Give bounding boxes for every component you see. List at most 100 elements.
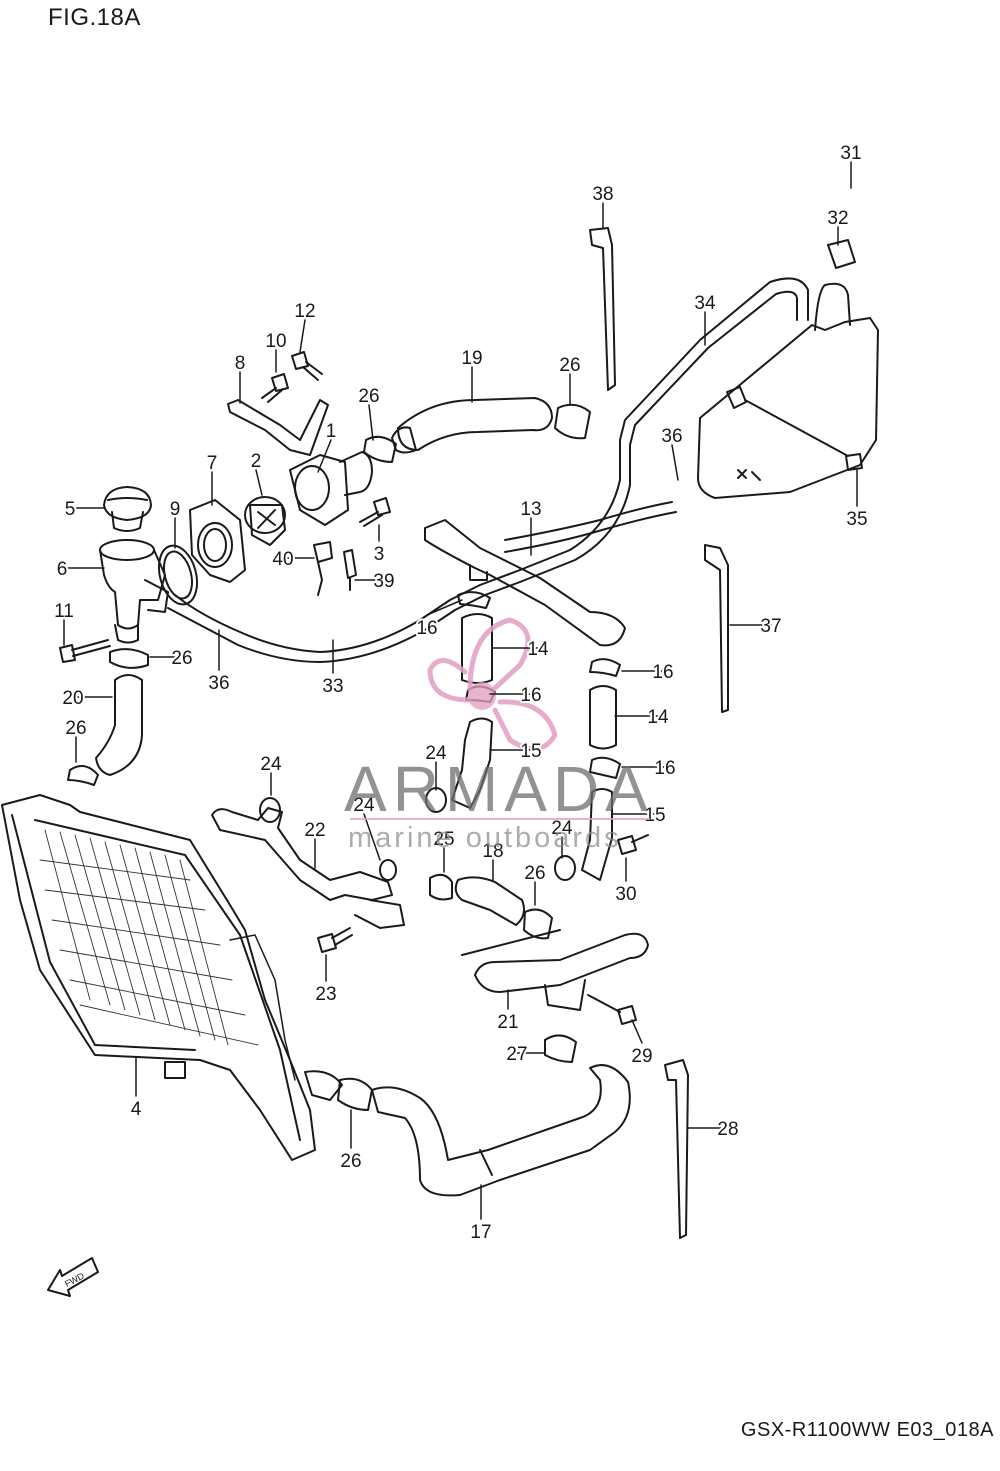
- callout-number: 24: [425, 743, 447, 764]
- callout-number: 37: [760, 616, 781, 637]
- pipe-15-left: [451, 717, 493, 809]
- bracket-8: [227, 399, 329, 456]
- callout-number: 24: [551, 818, 573, 839]
- callout-number: 34: [694, 293, 716, 314]
- reservoir-tank: [697, 282, 879, 499]
- clamp-27: [544, 1034, 577, 1063]
- callout-number: 2: [251, 451, 262, 472]
- callout-number: 11: [54, 601, 74, 622]
- callout-number: 26: [358, 386, 379, 407]
- callout-leader: [255, 469, 263, 496]
- callout-number: 16: [652, 662, 673, 683]
- callout-number: 16: [416, 618, 437, 639]
- callout-number: 16: [520, 685, 541, 706]
- hose-19: [391, 397, 553, 454]
- callout-number: 26: [340, 1151, 361, 1172]
- cable-tie-37: [704, 544, 729, 713]
- radiator: [1, 794, 316, 1161]
- callout-number: 29: [631, 1046, 652, 1067]
- callout-number: 31: [840, 143, 861, 164]
- clamp-26-mid: [523, 908, 553, 940]
- callout-number: 9: [170, 499, 181, 520]
- thermostat-housing: [189, 499, 246, 583]
- hose-34: [519, 277, 809, 583]
- bolt-23: [317, 927, 353, 953]
- model-code: GSX-R1100WW E03_018A: [740, 1419, 994, 1441]
- callout-number: 3: [374, 544, 385, 565]
- callout-number: 14: [527, 639, 549, 660]
- callout-number: 28: [717, 1119, 738, 1140]
- watermark-brand-name: ARMADA: [344, 753, 654, 825]
- callout-number: 24: [353, 795, 375, 816]
- pipe-22: [211, 807, 405, 929]
- pipe-21: [461, 929, 649, 1011]
- callout-leader: [363, 813, 381, 861]
- callout-number: 26: [524, 863, 545, 884]
- watermark-tagline: marine outboards: [348, 822, 622, 854]
- callout-number: 17: [470, 1222, 491, 1243]
- hose-20: [67, 648, 149, 786]
- hose-14-right: [589, 658, 621, 779]
- callout-number: 22: [304, 820, 325, 841]
- callout-number: 8: [235, 353, 246, 374]
- callout-number: 30: [615, 884, 636, 905]
- bolt-29: [587, 994, 637, 1025]
- cable-tie-28: [664, 1059, 689, 1239]
- hose-36: [504, 501, 677, 553]
- callout-number: 38: [592, 184, 613, 205]
- callout-number: 1: [326, 421, 337, 442]
- callout-number: 15: [520, 741, 541, 762]
- figure-title: FIG.18A: [48, 4, 141, 31]
- bolt-35: [744, 399, 863, 471]
- callout-number: 40: [272, 549, 293, 570]
- filler-neck: [99, 539, 169, 644]
- callout-labels: 1234567891011121314141515161616161718192…: [52, 141, 869, 1245]
- callout-number: 19: [461, 348, 482, 369]
- callout-leader: [299, 319, 306, 353]
- callout-number: 10: [265, 331, 286, 352]
- callout-number: 5: [65, 499, 76, 520]
- callout-number: 15: [644, 805, 665, 826]
- callout-number: 36: [661, 426, 682, 447]
- bolt-3: [359, 497, 391, 527]
- hose-33: [167, 569, 521, 663]
- callout-number: 33: [322, 676, 343, 697]
- callout-number: 13: [520, 499, 541, 520]
- bolt-10: [261, 373, 289, 403]
- temp-sensor-39: [343, 549, 357, 591]
- callout-number: 18: [482, 841, 503, 862]
- callout-number: 35: [846, 509, 867, 530]
- callout-leader: [317, 439, 332, 473]
- water-outlet: [289, 451, 373, 526]
- callout-number: 6: [57, 559, 68, 580]
- callout-number: 36: [208, 673, 229, 694]
- watermark-propeller-icon: [427, 617, 558, 752]
- callout-number: 12: [294, 301, 315, 322]
- radiator-cap: [103, 486, 152, 532]
- callout-number: 26: [65, 718, 86, 739]
- bolt-12: [291, 351, 323, 381]
- cable-tie-38: [589, 227, 616, 391]
- bolt-11: [59, 639, 111, 663]
- clamp-26-upper: [363, 403, 591, 463]
- bolt-30: [617, 834, 649, 855]
- tank-cap-32: [827, 239, 856, 269]
- callout-leader: [426, 599, 463, 616]
- pipe-15-right: [581, 788, 613, 881]
- callout-number: 14: [647, 707, 669, 728]
- pipe-13: [424, 519, 626, 647]
- callout-leader: [631, 1019, 643, 1044]
- callout-number: 24: [260, 754, 282, 775]
- callout-number: 27: [506, 1044, 527, 1065]
- callout-number: 7: [207, 453, 218, 474]
- hose-17: [304, 1064, 631, 1197]
- callout-leader: [671, 444, 679, 481]
- callout-number: 26: [559, 355, 580, 376]
- callout-number: 23: [315, 984, 336, 1005]
- callout-number: 32: [827, 208, 848, 229]
- temp-sensor-40: [313, 541, 333, 596]
- callout-leader: [368, 404, 374, 441]
- callout-number: 16: [654, 758, 675, 779]
- callout-number: 25: [433, 829, 454, 850]
